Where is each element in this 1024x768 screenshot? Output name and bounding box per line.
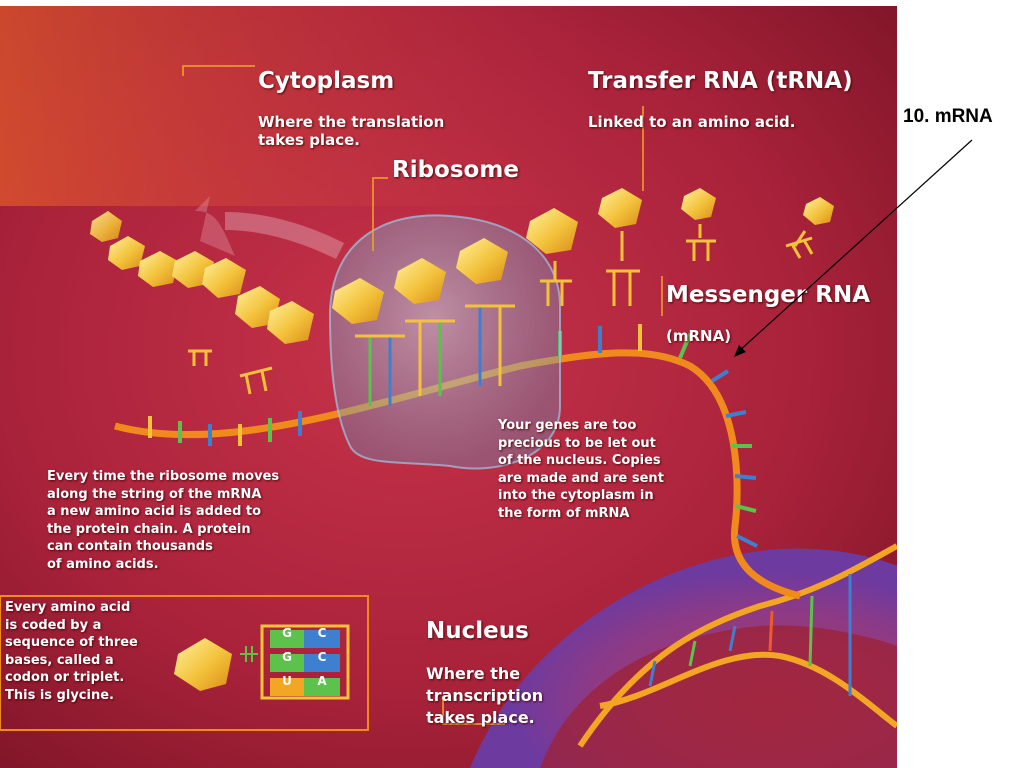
dna-base [728, 625, 737, 652]
codon-base-bg [270, 630, 304, 648]
dna-base [808, 595, 814, 667]
mrna-base [678, 333, 692, 359]
nucleus-title: Nucleus [426, 618, 529, 644]
genes-note: Your genes are too precious to be let ou… [498, 418, 664, 521]
free-trna [188, 349, 212, 366]
codon-note: Every amino acid is coded by a sequence … [5, 600, 138, 703]
direction-arrow [195, 196, 235, 256]
amino-acid [267, 301, 314, 344]
codon-base-bg [304, 630, 340, 648]
codon-base-bg [304, 678, 340, 696]
cytoplasm-title: Cytoplasm [258, 68, 395, 94]
leader-nucleus [442, 696, 505, 725]
dna-strand-1 [577, 543, 897, 748]
codon-base: U [282, 674, 292, 688]
translation-illustration [0, 6, 897, 768]
amino-acid [598, 188, 642, 228]
background-glow [0, 6, 600, 206]
free-trna [239, 366, 273, 395]
mrna-base [735, 504, 757, 513]
mrna-base [734, 474, 757, 480]
amino-acid [681, 188, 716, 220]
cytoplasm-desc: Where the translation takes place. [258, 113, 445, 149]
mrna-base [710, 369, 730, 383]
codon-base: C [317, 626, 327, 640]
trna-title: Transfer RNA (tRNA) [588, 68, 853, 94]
amino-acid [90, 211, 122, 242]
amino-acid [526, 208, 578, 254]
glycine-icon [174, 638, 232, 691]
mrna-label: Messenger RNA (mRNA) [666, 264, 870, 364]
amino-acid [456, 238, 508, 284]
ribosome-note: Every time the ribosome moves along the … [47, 469, 280, 572]
ribosome-shape [328, 214, 561, 470]
mrna-strand [114, 349, 801, 600]
nucleus-label: Nucleus Where the transcription takes pl… [426, 600, 543, 748]
annotation-arrow-line [737, 139, 973, 353]
translation-diagram-panel: Cytoplasm Where the translation takes pl… [0, 6, 897, 768]
leader-ribosome [372, 177, 388, 251]
amino-acid [138, 251, 178, 287]
ribosome-title: Ribosome [392, 157, 519, 183]
amino-acid [108, 236, 145, 270]
free-trna [686, 224, 716, 261]
codon-base-bg [304, 654, 340, 672]
nucleus-inner [540, 625, 897, 768]
codon-frame [260, 624, 350, 700]
nucleus-desc: Where the transcription takes place. [426, 664, 544, 727]
trna-label: Transfer RNA (tRNA) Linked to an amino a… [588, 50, 853, 150]
direction-arrow-body [224, 212, 345, 260]
amino-acid [332, 278, 384, 324]
trna-desc: Linked to an amino acid. [588, 113, 796, 131]
mrna-base [725, 410, 747, 418]
amino-acid [235, 286, 280, 328]
dna-base [648, 660, 657, 687]
free-trna [785, 230, 814, 259]
mrna-sub: (mRNA) [666, 327, 732, 345]
dna-base [688, 640, 697, 667]
free-trna [540, 261, 572, 306]
codon-base-bg [270, 654, 304, 672]
codon-link [240, 646, 258, 662]
codon-box [0, 595, 369, 731]
mrna-base [736, 534, 758, 548]
leader-cytoplasm [182, 65, 255, 76]
codon-base-bg [270, 678, 304, 696]
dna-strand-2 [599, 651, 897, 729]
free-trna [606, 231, 640, 306]
mrna-title: Messenger RNA [666, 282, 871, 308]
annotation-arrow-head [734, 345, 746, 357]
cytoplasm-label: Cytoplasm Where the translation takes pl… [258, 50, 444, 168]
codon-base: G [282, 650, 292, 664]
polypeptide-chain [90, 188, 834, 344]
amino-acid [803, 197, 834, 225]
codon-base: G [282, 626, 292, 640]
codon-base: A [317, 674, 327, 688]
amino-acid [202, 258, 246, 298]
dna-base [768, 610, 774, 652]
annotation-label: 10. mRNA [903, 106, 993, 127]
amino-acid [394, 258, 446, 304]
codon-base: C [317, 650, 327, 664]
